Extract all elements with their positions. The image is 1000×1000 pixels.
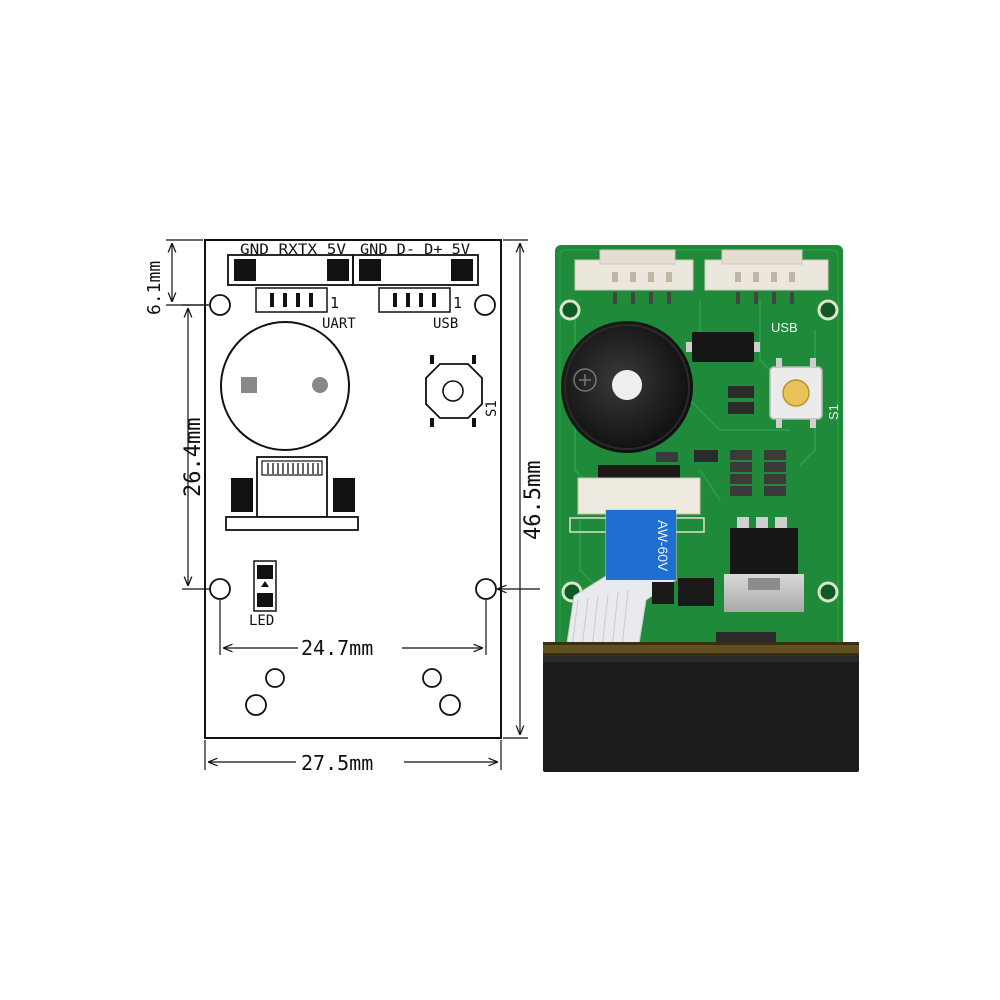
cable-print-text: AW-60V bbox=[655, 520, 671, 572]
connector-header: GND RXTX 5V GND D- D+ 5V 1 1 UART USB bbox=[227, 242, 479, 332]
dim-top-margin: 6.1mm bbox=[144, 261, 165, 315]
uart-pin1-marker: 1 bbox=[330, 294, 339, 312]
lower-smd-components bbox=[652, 578, 776, 644]
uart-pins bbox=[270, 293, 313, 307]
dimension-lines bbox=[166, 239, 540, 770]
usb-pins bbox=[393, 293, 436, 307]
mount-hole-mid-left bbox=[209, 578, 231, 600]
usb-pin1-marker: 1 bbox=[453, 294, 462, 312]
uart-jst-connector bbox=[574, 249, 694, 304]
photo-buzzer bbox=[561, 321, 693, 453]
dim-overall-height: 46.5mm bbox=[521, 461, 546, 540]
dim-hole-spacing-horizontal: 24.7mm bbox=[301, 636, 373, 660]
dim-overall-width: 27.5mm bbox=[301, 751, 373, 775]
fpc-connector-outline bbox=[225, 456, 359, 531]
usb-pin-labels: GND D- D+ 5V bbox=[360, 242, 471, 258]
photo-switch-s1 bbox=[769, 358, 823, 428]
usb-jst-connector bbox=[704, 249, 829, 304]
photo-voltage-regulator bbox=[724, 517, 804, 612]
photo-flex-cable: AW-60V bbox=[565, 509, 677, 651]
led-outline: LED bbox=[249, 560, 277, 629]
usb-pad-left bbox=[359, 259, 381, 281]
photo-s1-silkscreen: S1 bbox=[826, 404, 841, 420]
usb-pad-right bbox=[451, 259, 473, 281]
mount-hole-mid-right bbox=[475, 578, 497, 600]
switch-s1-outline: S1 bbox=[425, 355, 500, 427]
photo-scanner-module bbox=[543, 642, 859, 772]
uart-label: UART bbox=[322, 316, 356, 332]
usb-connector-outline bbox=[352, 254, 479, 286]
smd-components bbox=[656, 386, 786, 496]
mount-hole-top-left bbox=[209, 294, 231, 316]
dim-hole-spacing-vertical: 26.4mm bbox=[181, 418, 206, 497]
buzzer-outline bbox=[220, 321, 350, 451]
uart-pad-left bbox=[234, 259, 256, 281]
usb-label: USB bbox=[433, 316, 458, 332]
uart-pin-labels: GND RXTX 5V bbox=[240, 242, 347, 258]
usb-pin-comb bbox=[378, 287, 451, 313]
dimension-drawing: GND RXTX 5V GND D- D+ 5V 1 1 UART USB bbox=[144, 239, 546, 775]
photo-ic-chip bbox=[692, 332, 754, 362]
product-photo: USB S1 bbox=[543, 245, 859, 772]
scanner-mount-holes bbox=[245, 668, 461, 716]
mount-hole-top-right bbox=[474, 294, 496, 316]
switch-label: S1 bbox=[484, 400, 500, 417]
led-label: LED bbox=[249, 613, 274, 629]
uart-pad-right bbox=[327, 259, 349, 281]
photo-usb-silkscreen: USB bbox=[771, 320, 798, 335]
uart-pin-comb bbox=[255, 287, 328, 313]
